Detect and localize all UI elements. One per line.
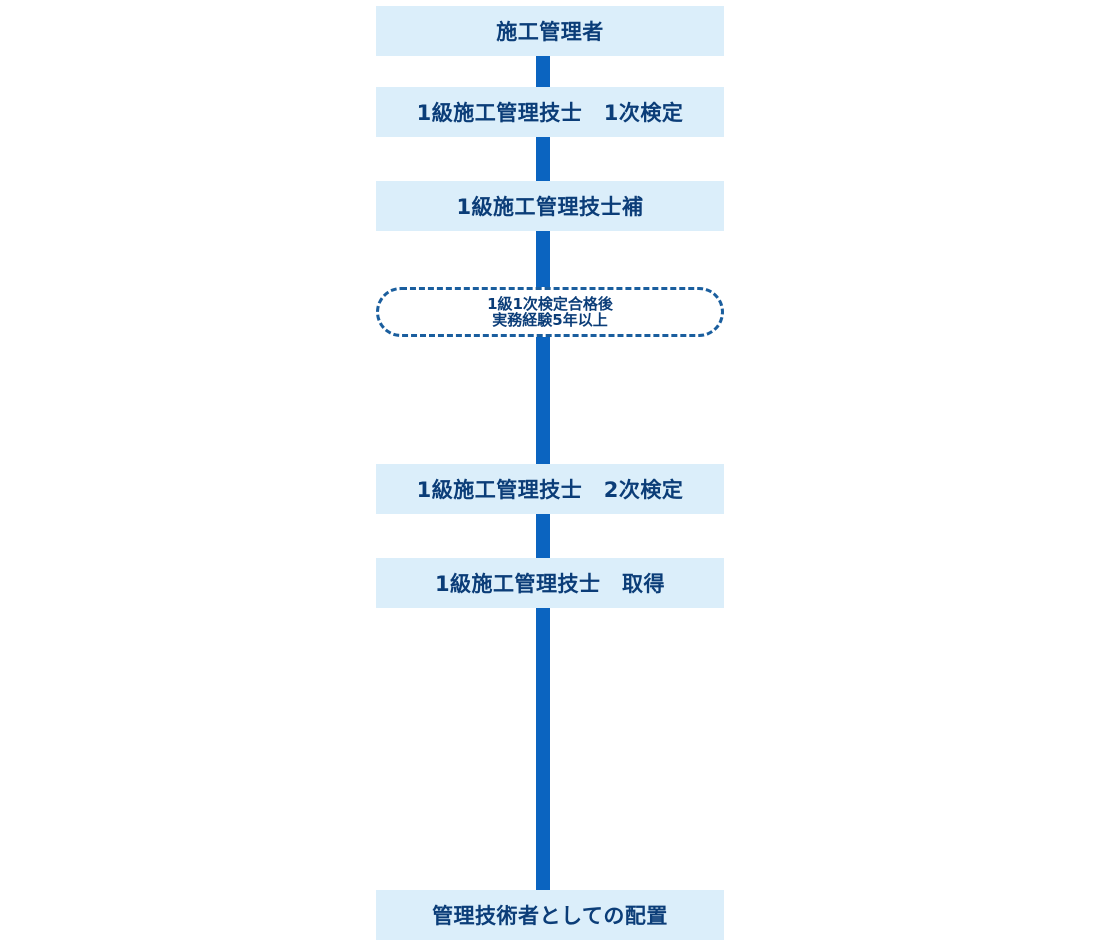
step-label: 1級施工管理技士 1次検定 xyxy=(416,101,684,125)
note-line-1: 1級1次検定合格後 xyxy=(487,295,613,313)
step-assistant-engineer: 1級施工管理技士補 xyxy=(376,181,724,231)
step-second-exam: 1級施工管理技士 2次検定 xyxy=(376,464,724,514)
step-label: 管理技術者としての配置 xyxy=(432,904,668,928)
step-label: 施工管理者 xyxy=(496,20,604,44)
step-license-acquired: 1級施工管理技士 取得 xyxy=(376,558,724,608)
step-first-exam: 1級施工管理技士 1次検定 xyxy=(376,87,724,137)
experience-requirement-note: 1級1次検定合格後 実務経験5年以上 xyxy=(376,287,724,337)
step-label: 1級施工管理技士補 xyxy=(456,195,644,219)
step-chief-engineer-placement: 管理技術者としての配置 xyxy=(376,890,724,940)
step-construction-manager: 施工管理者 xyxy=(376,6,724,56)
step-label: 1級施工管理技士 取得 xyxy=(434,572,666,596)
step-label: 1級施工管理技士 2次検定 xyxy=(416,478,684,502)
note-line-2: 実務経験5年以上 xyxy=(492,311,608,329)
